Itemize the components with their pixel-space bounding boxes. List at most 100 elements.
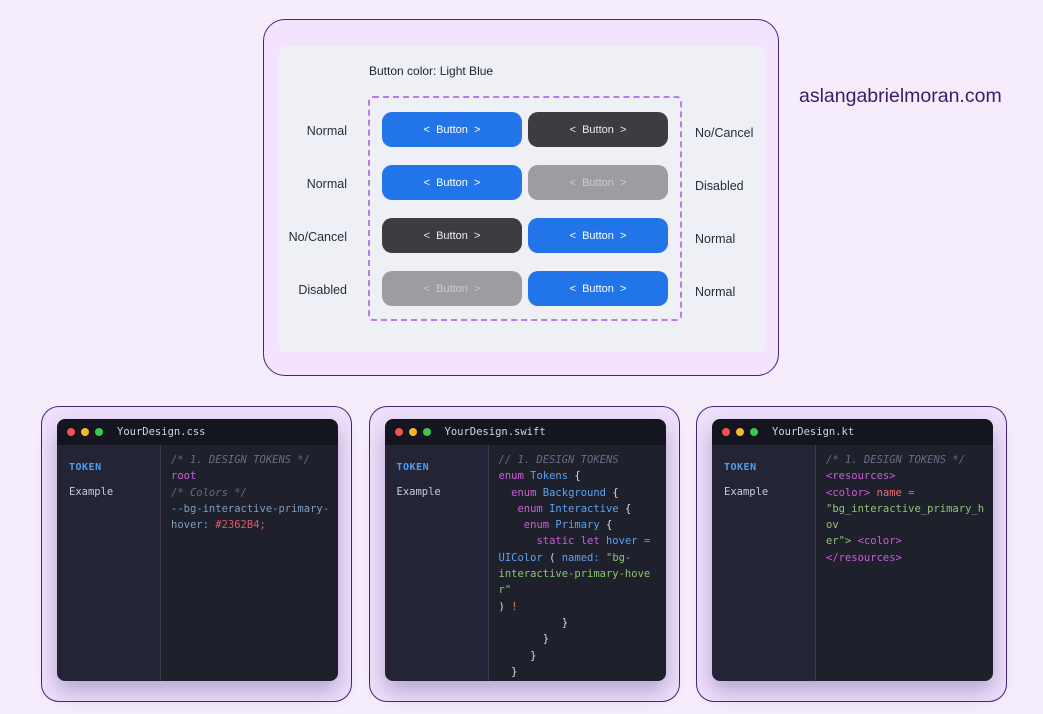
- window-titlebar[interactable]: YourDesign.css: [57, 419, 338, 445]
- demo-button-dark[interactable]: < Button >: [382, 218, 522, 253]
- code-line: }: [499, 631, 660, 647]
- demo-button-primary[interactable]: < Button >: [382, 165, 522, 200]
- button-demo-panel: Button color: Light Blue < Button >< But…: [279, 46, 765, 352]
- sidebar-item-token[interactable]: TOKEN: [396, 462, 430, 473]
- traffic-light-red-icon[interactable]: [394, 428, 403, 436]
- code-line: }: [499, 648, 660, 664]
- button-demo-card: Button color: Light Blue < Button >< But…: [263, 19, 779, 376]
- code-token-plain: (: [542, 551, 562, 564]
- code-token-plain: [499, 519, 524, 531]
- window-titlebar[interactable]: YourDesign.kt: [712, 419, 993, 445]
- demo-button-primary[interactable]: < Button >: [382, 112, 522, 147]
- window-title: YourDesign.css: [117, 426, 206, 438]
- code-line: /* 1. DESIGN TOKENS */: [826, 452, 987, 468]
- demo-button-dark[interactable]: < Button >: [528, 112, 668, 147]
- code-line: /* 1. DESIGN TOKENS */: [171, 452, 332, 468]
- code-token-plain: [499, 535, 537, 547]
- traffic-light-yellow-icon[interactable]: [81, 428, 89, 436]
- code-token-plain: }: [498, 633, 550, 646]
- code-token-plain: [499, 487, 512, 499]
- state-label-right: No/Cancel: [695, 126, 754, 140]
- code-token-kw: </resources>: [826, 551, 902, 564]
- code-token-plain: {: [568, 470, 581, 483]
- code-token-type: Primary: [555, 519, 600, 532]
- code-line: ) !: [499, 599, 660, 615]
- sidebar-item-example[interactable]: Example: [69, 486, 114, 498]
- code-token-comment: /* 1. DESIGN TOKENS */: [171, 454, 311, 466]
- code-token-comment: // 1. DESIGN TOKENS: [498, 454, 619, 466]
- code-token-attr: name: [876, 486, 902, 499]
- code-token-kw: =: [908, 486, 915, 499]
- traffic-light-green-icon[interactable]: [750, 428, 758, 436]
- code-token-kw: =: [643, 535, 651, 548]
- code-token-type: Tokens: [530, 470, 569, 483]
- code-token-bang: !: [511, 600, 518, 613]
- code-token-str: interactive-primary-hover": [498, 568, 651, 597]
- code-line: er"> <color>: [826, 533, 987, 549]
- site-domain-text: aslangabrielmoran.com: [799, 85, 1002, 107]
- button-grid: < Button >< Button >< Button >< Button >…: [368, 96, 682, 321]
- state-label-left: Disabled: [298, 283, 347, 297]
- code-token-prop: --bg-interactive-primary-: [171, 502, 330, 515]
- code-token-plain: }: [498, 649, 537, 662]
- demo-button-primary[interactable]: < Button >: [528, 218, 668, 253]
- traffic-light-green-icon[interactable]: [422, 428, 431, 436]
- traffic-light-yellow-icon[interactable]: [408, 428, 417, 436]
- code-token-plain: {: [618, 502, 632, 515]
- code-token-kw: <resources>: [826, 470, 896, 483]
- code-line: enum Background {: [499, 485, 660, 501]
- sidebar-item-example[interactable]: Example: [396, 486, 441, 498]
- code-line: }: [499, 615, 660, 631]
- code-token-kw: enum: [498, 470, 524, 483]
- state-label-right: Disabled: [695, 179, 744, 193]
- demo-button-primary[interactable]: < Button >: [528, 271, 668, 306]
- code-token-type: Background: [542, 486, 606, 499]
- sidebar-item-token[interactable]: TOKEN: [69, 462, 102, 473]
- traffic-light-green-icon[interactable]: [95, 428, 103, 436]
- state-label-left: Normal: [306, 124, 347, 138]
- window-sidebar: TOKEN Example: [57, 445, 161, 681]
- code-line: hover: #2362B4;: [171, 517, 332, 533]
- code-token-plain: ): [498, 600, 512, 613]
- code-token-type: UIColor: [498, 551, 543, 564]
- button-row: < Button >< Button >: [382, 218, 668, 253]
- button-row: < Button >< Button >: [382, 271, 668, 306]
- code-token-type: Interactive: [549, 502, 619, 515]
- window-titlebar[interactable]: YourDesign.swift: [384, 419, 666, 445]
- code-token-comment: /* Colors */: [171, 486, 247, 499]
- code-line: enum Primary {: [499, 517, 660, 533]
- traffic-light-yellow-icon[interactable]: [736, 428, 744, 436]
- code-line: UIColor ( named: "bg-: [499, 550, 660, 566]
- window-body: TOKEN Example /* 1. DESIGN TOKENS */ <resou…: [712, 445, 993, 681]
- sidebar-item-example[interactable]: Example: [724, 486, 769, 498]
- traffic-light-red-icon[interactable]: [67, 428, 75, 436]
- code-line: enum Interactive {: [499, 501, 660, 517]
- code-area: /* 1. DESIGN TOKENS */root/* Colors */--…: [161, 445, 338, 681]
- code-token-kw: enum: [517, 502, 543, 515]
- code-token-plain: }: [498, 665, 518, 678]
- demo-title: Button color: Light Blue: [369, 64, 494, 78]
- code-token-plain: {: [606, 486, 619, 499]
- state-label-right: Normal: [695, 285, 736, 299]
- code-token-plain: }: [498, 616, 569, 629]
- code-line: <resources>: [826, 468, 987, 484]
- window-body: TOKEN Example /* 1. DESIGN TOKENS */root/*…: [57, 445, 338, 681]
- sidebar-item-token[interactable]: TOKEN: [724, 462, 757, 473]
- demo-button-disabled[interactable]: < Button >: [382, 271, 522, 306]
- code-token-plain: {: [599, 519, 613, 532]
- button-row: < Button >< Button >: [382, 165, 668, 200]
- code-token-kw: <color>: [826, 486, 871, 499]
- code-line: <color> name =: [826, 485, 987, 501]
- traffic-light-red-icon[interactable]: [722, 428, 730, 436]
- code-token-type: named:: [561, 551, 600, 564]
- demo-button-disabled[interactable]: < Button >: [528, 165, 668, 200]
- code-token-kw: static let: [536, 535, 600, 548]
- code-token-str: "bg-: [606, 551, 632, 564]
- state-label-left: No/Cancel: [288, 230, 347, 244]
